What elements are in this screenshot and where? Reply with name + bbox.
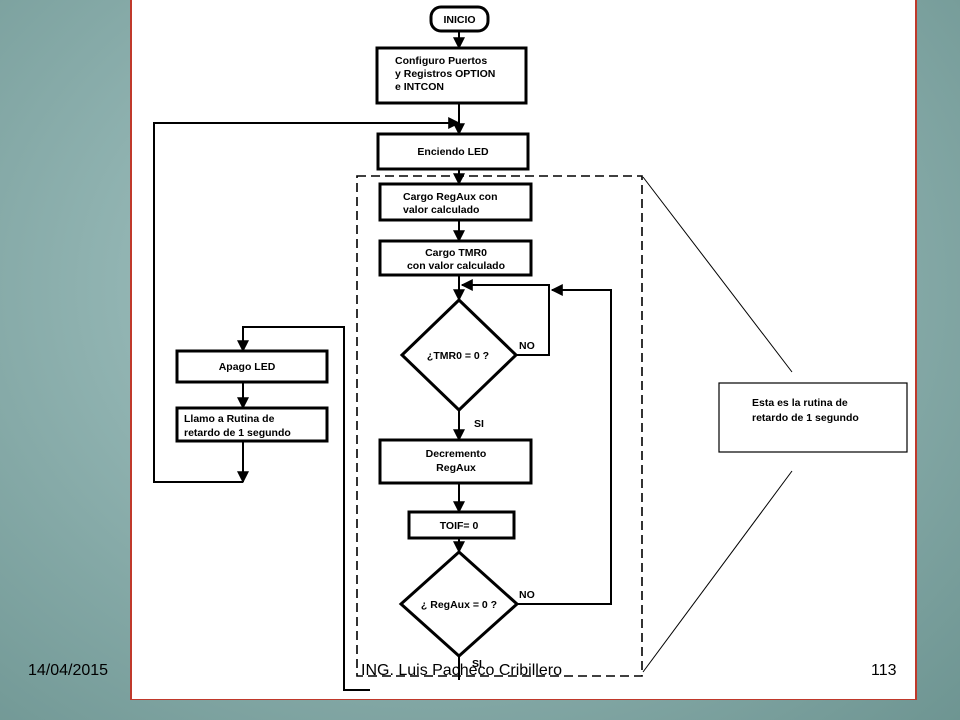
footer-author: ING. Luis Pacheco Cribillero — [361, 662, 562, 679]
led-off-node — [175, 349, 329, 384]
call-delay-node — [175, 406, 329, 443]
call-delay-label-1: Llamo a Rutina de — [184, 413, 275, 425]
main-loop-back — [153, 117, 461, 483]
decrement-node — [378, 438, 533, 485]
footer-date: 14/04/2015 — [28, 662, 109, 679]
led-on-node — [376, 132, 530, 171]
config-node-label-3: e INTCON — [395, 81, 444, 93]
callout-pointer-bottom — [642, 470, 793, 673]
decision-tmr0-label: ¿TMR0 = 0 ? — [427, 350, 489, 362]
toif-label: TOIF= 0 — [440, 520, 479, 532]
callout-box — [718, 382, 908, 453]
decision-tmr0-si-label: SI — [474, 418, 484, 430]
led-off-label: Apago LED — [219, 361, 276, 373]
decision-regaux-no-label: NO — [519, 589, 535, 601]
config-node-label-2: y Registros OPTION — [395, 68, 495, 80]
return-path — [237, 326, 370, 691]
load-regaux-label-2: valor calculado — [403, 204, 479, 216]
decrement-label-1: Decremento — [426, 448, 487, 460]
load-regaux-node — [378, 182, 533, 222]
no-loop-regaux — [517, 284, 612, 605]
load-tmr0-label-2: con valor calculado — [407, 260, 505, 272]
callout-pointer-top — [642, 176, 793, 373]
footer-page-number: 113 — [871, 662, 897, 679]
start-node-label: INICIO — [443, 14, 475, 26]
decision-regaux-label: ¿ RegAux = 0 ? — [421, 599, 497, 611]
toif-node — [407, 510, 516, 540]
call-delay-label-2: retardo de 1 segundo — [184, 427, 291, 439]
callout-line-2: retardo de 1 segundo — [752, 412, 859, 424]
led-on-node-label: Enciendo LED — [417, 146, 489, 158]
decision-regaux-si-label: SI — [472, 658, 482, 670]
config-node-label-1: Configuro Puertos — [395, 55, 487, 67]
no-loop-tmr0 — [460, 279, 550, 356]
decrement-label-2: RegAux — [436, 462, 476, 474]
load-regaux-label-1: Cargo RegAux con — [403, 191, 498, 203]
callout-line-1: Esta es la rutina de — [752, 397, 848, 409]
delay-routine-boundary — [356, 175, 643, 677]
load-tmr0-label-1: Cargo TMR0 — [425, 247, 487, 259]
config-node — [375, 46, 528, 105]
decision-tmr0-no-label: NO — [519, 340, 535, 352]
load-tmr0-node — [378, 239, 533, 277]
